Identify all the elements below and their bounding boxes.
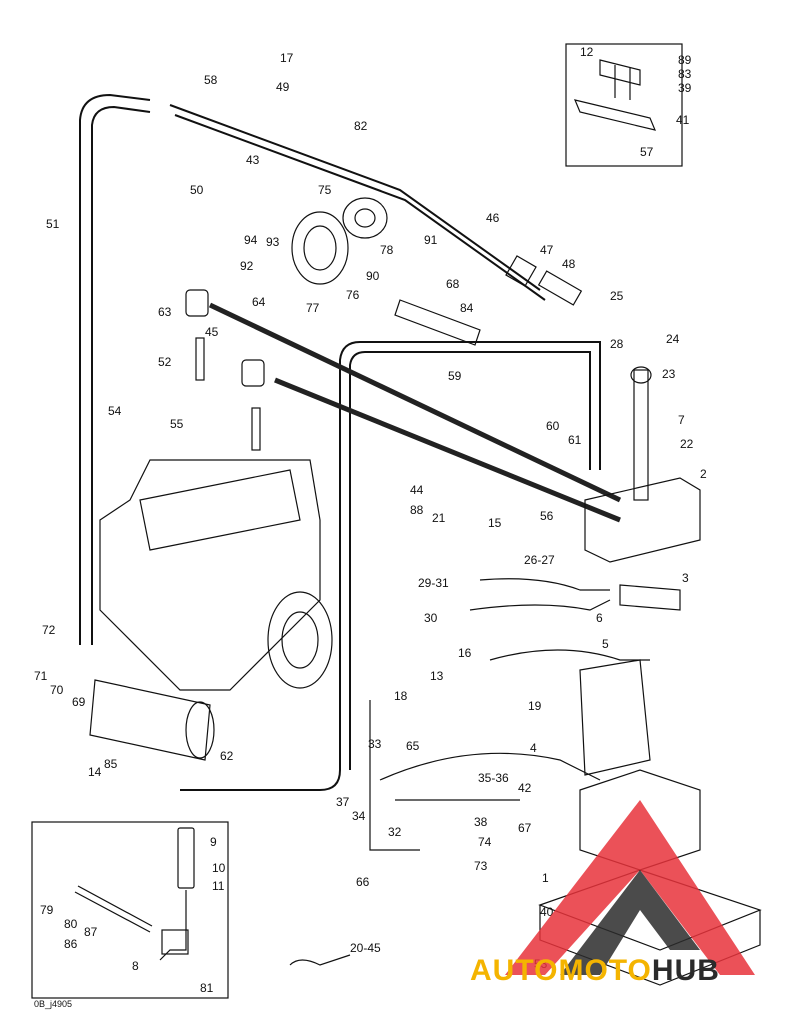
callout-22: 22 xyxy=(680,437,694,451)
callout-26-27: 26-27 xyxy=(524,553,555,567)
callout-91: 91 xyxy=(424,233,438,247)
callout-43: 43 xyxy=(246,153,260,167)
callout-39: 39 xyxy=(678,81,692,95)
callout-92: 92 xyxy=(240,259,254,273)
callout-20-45: 20-45 xyxy=(350,941,381,955)
callout-68: 68 xyxy=(446,277,460,291)
callout-62: 62 xyxy=(220,749,234,763)
callout-77: 77 xyxy=(306,301,320,315)
callout-6: 6 xyxy=(596,611,603,625)
callout-56: 56 xyxy=(540,509,554,523)
callout-59: 59 xyxy=(448,369,462,383)
callout-86: 86 xyxy=(64,937,78,951)
callout-13: 13 xyxy=(430,669,444,683)
callout-80: 80 xyxy=(64,917,78,931)
callout-40: 40 xyxy=(540,905,554,919)
callout-50: 50 xyxy=(190,183,204,197)
callout-48: 48 xyxy=(562,257,576,271)
callout-37: 37 xyxy=(336,795,350,809)
callout-29-31: 29-31 xyxy=(418,576,449,590)
callout-10: 10 xyxy=(212,861,226,875)
callout-labels: 1234567891011121314151617181920-45212223… xyxy=(34,45,707,995)
callout-2: 2 xyxy=(700,467,707,481)
callout-69: 69 xyxy=(72,695,86,709)
callout-58: 58 xyxy=(204,73,218,87)
watermark-logo xyxy=(505,800,755,975)
callout-41: 41 xyxy=(676,113,690,127)
bracket-plate xyxy=(573,99,657,131)
callout-24: 24 xyxy=(666,332,680,346)
callout-65: 65 xyxy=(406,739,420,753)
callout-83: 83 xyxy=(678,67,692,81)
callout-15: 15 xyxy=(488,516,502,530)
callout-88: 88 xyxy=(410,503,424,517)
callout-45: 45 xyxy=(205,325,219,339)
callout-9: 9 xyxy=(210,835,217,849)
callout-70: 70 xyxy=(50,683,64,697)
callout-17: 17 xyxy=(280,51,294,65)
inset-box-bracket xyxy=(565,43,683,167)
callout-76: 76 xyxy=(346,288,360,302)
callout-75: 75 xyxy=(318,183,332,197)
callout-1: 1 xyxy=(542,871,549,885)
callout-66: 66 xyxy=(356,875,370,889)
callout-7: 7 xyxy=(678,413,685,427)
callout-63: 63 xyxy=(158,305,172,319)
callout-57: 57 xyxy=(640,145,654,159)
callout-89: 89 xyxy=(678,53,692,67)
callout-79: 79 xyxy=(40,903,54,917)
callout-32: 32 xyxy=(388,825,402,839)
callout-14: 14 xyxy=(88,765,102,779)
callout-49: 49 xyxy=(276,80,290,94)
callout-67: 67 xyxy=(518,821,532,835)
callout-73: 73 xyxy=(474,859,488,873)
callout-78: 78 xyxy=(380,243,394,257)
callout-44: 44 xyxy=(410,483,424,497)
callout-35-36: 35-36 xyxy=(478,771,509,785)
callout-84: 84 xyxy=(460,301,474,315)
callout-64: 64 xyxy=(252,295,266,309)
callout-94: 94 xyxy=(244,233,258,247)
callout-11: 11 xyxy=(212,879,225,893)
callout-19: 19 xyxy=(528,699,542,713)
callout-81: 81 xyxy=(200,981,214,995)
callout-55: 55 xyxy=(170,417,184,431)
watermark-text: AUTOMOTOHUB xyxy=(470,954,720,987)
callout-90: 90 xyxy=(366,269,380,283)
callout-3: 3 xyxy=(682,571,689,585)
callout-33: 33 xyxy=(368,737,382,751)
callout-60: 60 xyxy=(546,419,560,433)
callout-47: 47 xyxy=(540,243,554,257)
inset-box-fuse xyxy=(31,821,229,999)
callout-71: 71 xyxy=(34,669,48,683)
figure-code: 0B_j4905 xyxy=(34,999,72,1009)
callout-42: 42 xyxy=(518,781,532,795)
callout-54: 54 xyxy=(108,404,122,418)
callout-30: 30 xyxy=(424,611,438,625)
callout-5: 5 xyxy=(602,637,609,651)
callout-85: 85 xyxy=(104,757,118,771)
callout-51: 51 xyxy=(46,217,60,231)
callout-87: 87 xyxy=(84,925,98,939)
callout-61: 61 xyxy=(568,433,582,447)
callout-38: 38 xyxy=(474,815,488,829)
callout-18: 18 xyxy=(394,689,408,703)
callout-74: 74 xyxy=(478,835,492,849)
callout-34: 34 xyxy=(352,809,366,823)
callout-16: 16 xyxy=(458,646,472,660)
callout-93: 93 xyxy=(266,235,280,249)
callout-21: 21 xyxy=(432,511,446,525)
callout-8: 8 xyxy=(132,959,139,973)
callout-12: 12 xyxy=(580,45,594,59)
callout-23: 23 xyxy=(662,367,676,381)
callout-46: 46 xyxy=(486,211,500,225)
callout-25: 25 xyxy=(610,289,624,303)
callout-28: 28 xyxy=(610,337,624,351)
callout-72: 72 xyxy=(42,623,56,637)
callout-52: 52 xyxy=(158,355,172,369)
callout-4: 4 xyxy=(530,741,537,755)
callout-82: 82 xyxy=(354,119,368,133)
